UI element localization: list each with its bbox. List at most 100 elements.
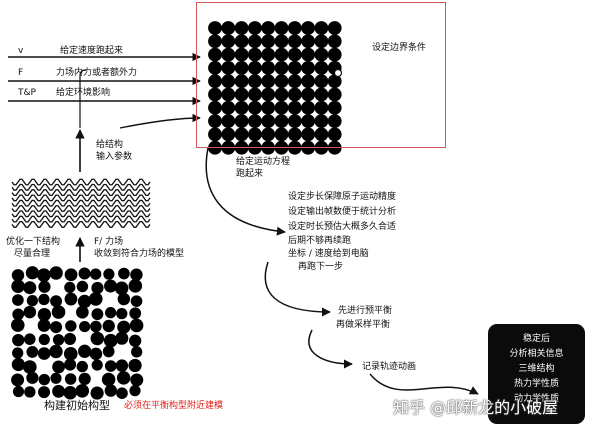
atom-dot — [221, 127, 236, 142]
optimize-line1: 优化一下结构 — [6, 237, 61, 247]
force-field-line1: F/ 力场 — [94, 237, 124, 247]
atom-dot — [38, 333, 50, 346]
atom-dot — [314, 61, 329, 75]
step-6: 再跑下一步 — [298, 262, 344, 272]
atom-dot — [91, 308, 104, 321]
structure-to-lattice-arrow — [119, 113, 201, 129]
atom-dot — [52, 384, 66, 398]
step-3: 设定时长预估大概多久合适 — [288, 222, 397, 232]
atom-dot — [248, 47, 262, 62]
atom-dot — [208, 34, 222, 49]
atom-dot — [234, 100, 249, 115]
atom-dot — [208, 74, 222, 89]
atom-dot — [129, 385, 141, 397]
atom-dot — [261, 47, 276, 62]
atom-dot — [274, 87, 289, 102]
atom-dot — [208, 21, 222, 35]
atom-dot — [37, 347, 51, 360]
atom-dot — [314, 34, 329, 49]
atom-dot — [234, 74, 249, 89]
atom-dot — [301, 114, 315, 128]
atom-dot — [37, 268, 51, 282]
atom-dot — [261, 127, 276, 142]
atom-dot — [274, 21, 289, 35]
step-5: 坐标 / 速度给到电脑 — [288, 249, 369, 259]
atom-dot — [25, 266, 39, 280]
atom-dot — [26, 295, 39, 307]
atom-dot — [301, 74, 315, 89]
atom-dot — [301, 61, 315, 75]
atom-dot — [248, 127, 262, 142]
atom-dot — [314, 100, 329, 115]
atom-dot — [221, 21, 236, 35]
atom-dot — [76, 280, 89, 293]
atom-dot — [76, 305, 89, 319]
input-params-line2: 输入参数 — [96, 152, 133, 162]
atom-dot — [248, 34, 262, 49]
atom-dot — [327, 100, 342, 115]
layer-wave — [11, 199, 151, 207]
atom-dot — [208, 61, 222, 75]
atom-dot — [90, 331, 105, 346]
atom-dot — [79, 320, 91, 333]
equilibrate-line1: 先进行预平衡 — [338, 306, 393, 316]
results-box — [488, 324, 585, 424]
atom-dot — [104, 384, 118, 397]
atom-dot — [104, 279, 118, 293]
atom-dot — [77, 294, 92, 309]
atom-dot — [129, 307, 142, 320]
atom-dot — [12, 347, 24, 359]
tp-symbol: T&P — [18, 88, 36, 98]
layer-wave — [11, 205, 151, 212]
atom-dot — [234, 21, 249, 35]
atom-dot — [12, 333, 25, 347]
f-text: 力场内力或者额外力 — [56, 68, 138, 78]
atom-dot — [234, 34, 249, 49]
atom-dot — [63, 386, 77, 400]
boundary-label: 设定边界条件 — [372, 43, 427, 53]
atom-dot — [221, 100, 236, 115]
atom-dot — [314, 47, 329, 62]
atom-dot — [261, 87, 276, 102]
atom-dot — [274, 34, 289, 49]
atom-dot — [327, 21, 342, 35]
atom-dot — [130, 373, 144, 387]
initial-note: 必须在平衡构型附近建模 — [124, 401, 224, 411]
atom-dot — [327, 74, 342, 89]
atom-dot — [261, 34, 276, 49]
atom-dot — [115, 359, 129, 372]
flow-arrow-steps — [264, 261, 331, 317]
atom-dot — [221, 74, 236, 89]
atom-dot — [261, 74, 276, 89]
atom-dot — [274, 114, 289, 128]
atom-dot — [129, 318, 144, 333]
atom-dot — [114, 281, 129, 296]
atom-dot — [49, 344, 63, 359]
atom-dot — [128, 358, 142, 373]
atom-dot — [248, 87, 262, 102]
atom-dot — [12, 294, 24, 306]
atom-dot — [90, 268, 102, 280]
atom-dot — [102, 345, 115, 358]
atom-dot — [49, 321, 63, 334]
atom-dot — [23, 360, 37, 374]
record-label: 记录轨迹动画 — [362, 362, 417, 372]
flow-arrow-equilibrate — [308, 329, 353, 369]
atom-dot — [301, 47, 315, 62]
atom-dot — [261, 100, 276, 115]
feed-curve — [79, 69, 87, 128]
atom-dot — [221, 34, 236, 49]
atom-dot — [38, 280, 51, 293]
step-4: 后期不够再续跑 — [288, 236, 352, 246]
atom-dot — [208, 87, 222, 102]
atom-dot — [274, 74, 289, 89]
flow-arrow-equation — [205, 147, 286, 236]
atom-dot — [301, 87, 315, 102]
atom-dot — [115, 331, 129, 345]
atom-dot — [76, 360, 88, 373]
atom-dot — [50, 295, 63, 308]
atom-dot — [49, 266, 63, 280]
result-line-5: 动力学性质 — [513, 394, 559, 404]
atom-dot — [11, 357, 25, 372]
layer-wave — [11, 194, 151, 202]
